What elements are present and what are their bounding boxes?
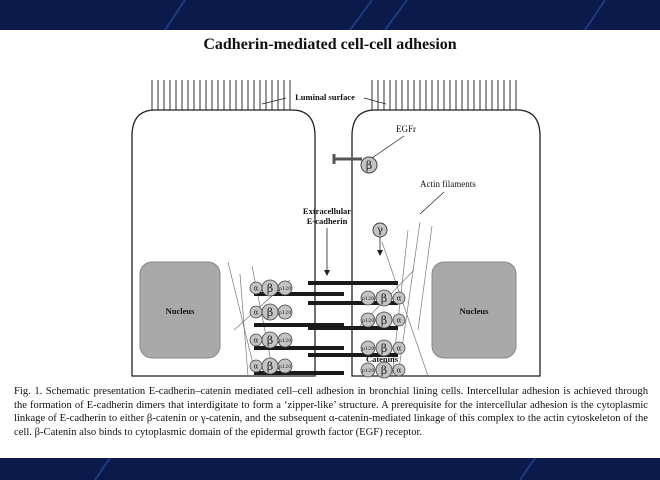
alpha-catenin-right-1 bbox=[392, 291, 406, 305]
cadherin-left-4 bbox=[254, 371, 344, 375]
egfr-beta-catenin bbox=[360, 156, 378, 174]
figure-caption: Fig. 1. Schematic presentation E-cadheri… bbox=[14, 386, 648, 438]
cadherin-right-2 bbox=[308, 301, 398, 305]
alpha-catenin-left-2-label: α bbox=[254, 308, 259, 316]
bottom-band-stripes bbox=[94, 458, 536, 480]
alpha-catenin-right-1-label: α bbox=[397, 294, 402, 302]
cadherin-right-4 bbox=[308, 353, 398, 357]
p120-catenin-left-1 bbox=[277, 280, 293, 296]
p120-catenin-left-4-label: p120 bbox=[279, 364, 292, 370]
p120-catenin-left-2-label: p120 bbox=[279, 310, 292, 316]
alpha-catenin-right-3 bbox=[392, 341, 406, 355]
luminal-surface-label: Luminal surface bbox=[295, 92, 355, 102]
p120-catenin-right-1 bbox=[360, 290, 376, 306]
p120-catenin-right-2-label: p120 bbox=[362, 318, 375, 324]
microvilli-right bbox=[371, 80, 517, 110]
nucleus-label-left: Nucleus bbox=[166, 306, 196, 316]
bottom-decorative-band bbox=[0, 458, 660, 480]
p120-catenin-right-3 bbox=[360, 340, 376, 356]
beta-catenin-left-4-label: β bbox=[267, 360, 273, 373]
left-nucleus bbox=[139, 261, 221, 359]
cadherin-right-3 bbox=[308, 326, 398, 330]
catenins-label: Catenins bbox=[366, 354, 399, 364]
top-decorative-band bbox=[0, 0, 660, 30]
egfr-beta-symbol: β bbox=[366, 159, 372, 172]
alpha-catenin-left-1-label: α bbox=[254, 284, 259, 292]
top-band-stripes bbox=[164, 0, 606, 30]
e-cadherin-dimers bbox=[254, 281, 398, 375]
p120-catenin-left-4 bbox=[277, 358, 293, 374]
p120-catenin-left-3 bbox=[277, 332, 293, 348]
beta-catenin-right-1 bbox=[375, 289, 393, 307]
p120-catenin-right-2 bbox=[360, 312, 376, 328]
cadherin-right-1 bbox=[308, 281, 398, 285]
beta-catenin-left-2-label: β bbox=[267, 306, 273, 319]
beta-catenin-right-2-label: β bbox=[381, 314, 387, 327]
p120-catenin-left-1-label: p120 bbox=[279, 286, 292, 292]
beta-catenin-left-1-label: β bbox=[267, 282, 273, 295]
figure-title: Cadherin-mediated cell-cell adhesion bbox=[203, 36, 457, 53]
microvilli-left bbox=[151, 80, 291, 110]
alpha-catenin-left-3-label: α bbox=[254, 336, 259, 344]
p120-catenin-right-1-label: p120 bbox=[362, 296, 375, 302]
p120-catenin-right-4 bbox=[360, 362, 376, 378]
beta-catenin-right-2 bbox=[375, 311, 393, 329]
actin-filaments-label: Actin filaments bbox=[420, 179, 476, 189]
cadherin-left-2 bbox=[254, 323, 344, 327]
cadherin-left-3 bbox=[254, 346, 344, 350]
p120-catenin-right-3-label: p120 bbox=[362, 346, 375, 352]
alpha-catenin-right-4 bbox=[392, 363, 406, 377]
beta-catenin-right-1-label: β bbox=[381, 292, 387, 305]
beta-catenin-right-3 bbox=[375, 339, 393, 357]
beta-catenin-right-4 bbox=[375, 361, 393, 379]
alpha-catenin-right-2-label: α bbox=[397, 316, 402, 324]
p120-catenin-right-4-label: p120 bbox=[362, 368, 375, 374]
extracellular-label: Extracellular bbox=[303, 206, 351, 216]
right-nucleus bbox=[431, 261, 517, 359]
p120-catenin-left-3-label: p120 bbox=[279, 338, 292, 344]
e-cadherin-label: E-cadherin bbox=[307, 216, 348, 226]
gamma-symbol: γ bbox=[377, 225, 383, 236]
cadherin-left-1 bbox=[254, 292, 344, 296]
alpha-catenin-right-3-label: α bbox=[397, 344, 402, 352]
nucleus-label-right: Nucleus bbox=[460, 306, 490, 316]
p120-catenin-left-2 bbox=[277, 304, 293, 320]
alpha-catenin-left-4-label: α bbox=[254, 362, 259, 370]
slide-content bbox=[0, 30, 660, 458]
alpha-catenin-right-2 bbox=[392, 313, 406, 327]
beta-catenin-right-4-label: β bbox=[381, 364, 387, 377]
egfr-label: EGFr bbox=[396, 124, 416, 134]
beta-catenin-left-3-label: β bbox=[267, 334, 273, 347]
beta-catenin-right-3-label: β bbox=[381, 342, 387, 355]
alpha-catenin-right-4-label: α bbox=[397, 366, 402, 374]
